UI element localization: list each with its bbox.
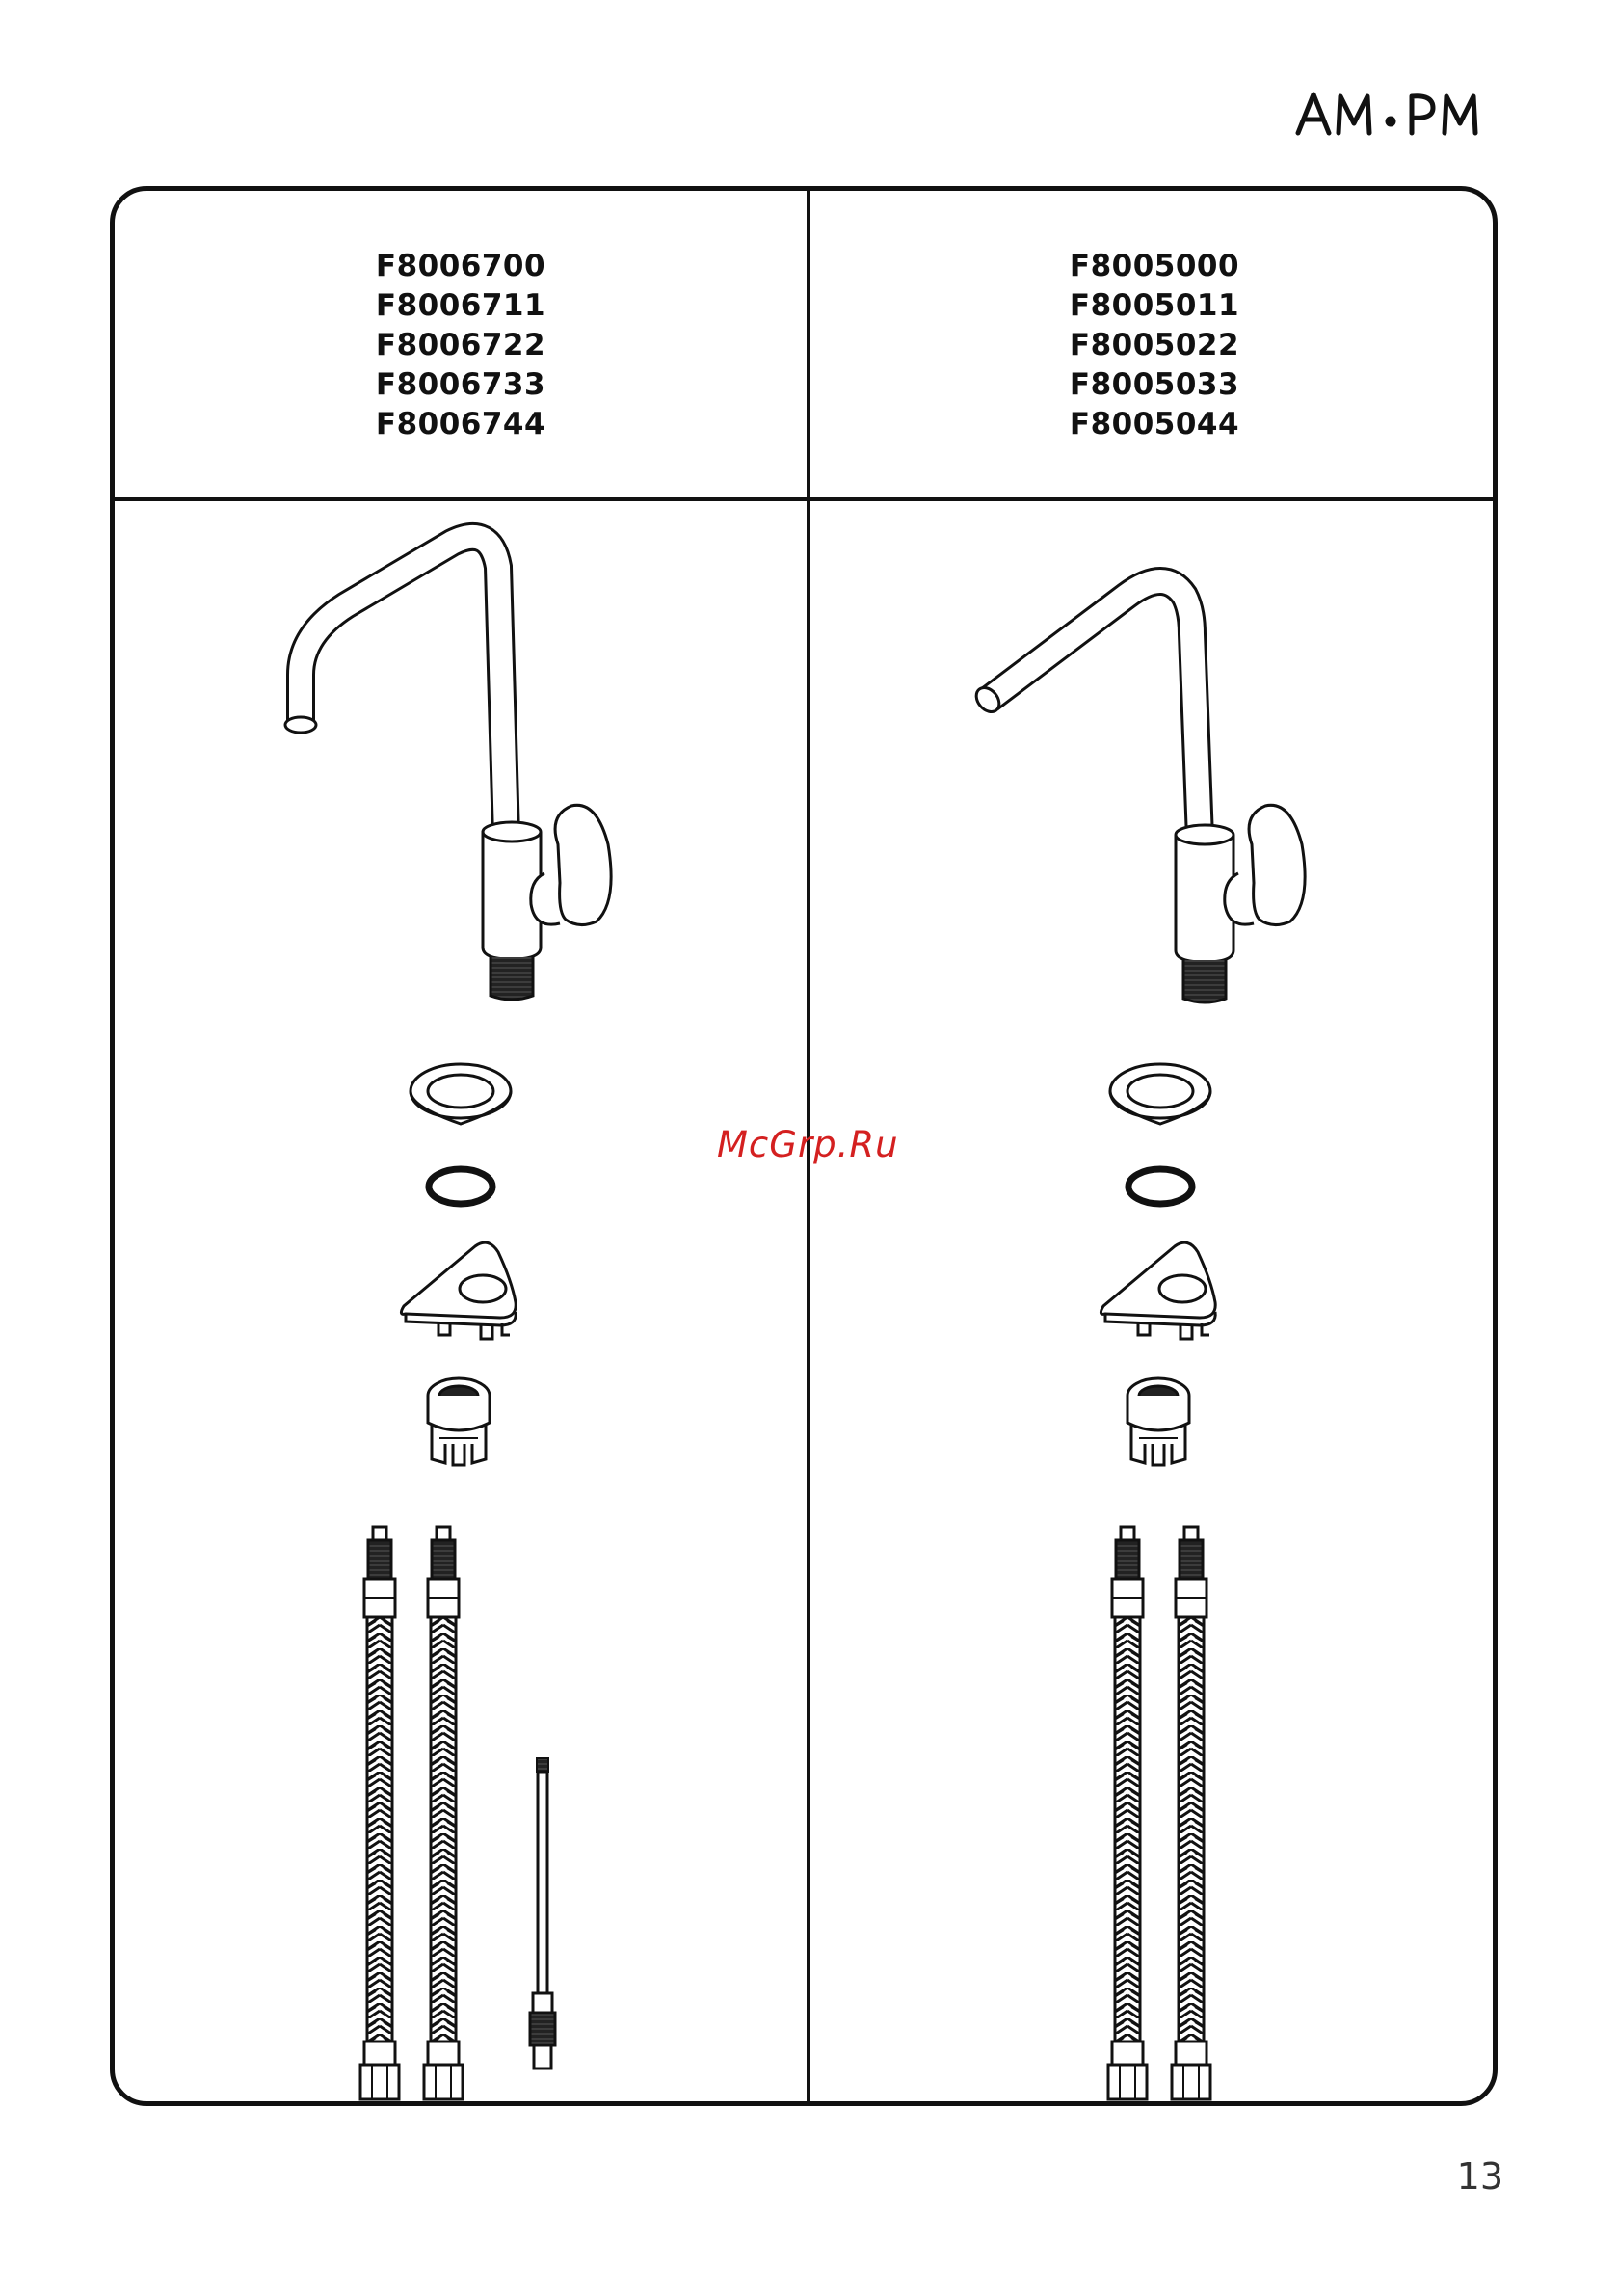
faucet-angled-spout-icon [971, 581, 1305, 1002]
mounting-bracket-icon [1101, 1242, 1215, 1339]
mounting-nut-icon [1127, 1378, 1189, 1465]
o-ring-icon [1128, 1169, 1192, 1204]
faucet-high-arc-icon [285, 537, 611, 1000]
flat-washer-icon [411, 1064, 511, 1124]
braided-hose-icon [1108, 1527, 1147, 2099]
braided-hose-icon [1172, 1527, 1210, 2099]
braided-hose-icon [360, 1527, 399, 2099]
mounting-nut-icon [428, 1378, 490, 1465]
braided-hose-icon [424, 1527, 463, 2099]
brand-logo [1292, 85, 1504, 143]
flat-washer-icon [1110, 1064, 1210, 1124]
page-number: 13 [1457, 2155, 1503, 2198]
threaded-stud-icon [530, 1758, 555, 2069]
watermark: McGrp.Ru [717, 1124, 899, 1165]
o-ring-icon [429, 1169, 492, 1204]
mounting-bracket-icon [401, 1242, 516, 1339]
